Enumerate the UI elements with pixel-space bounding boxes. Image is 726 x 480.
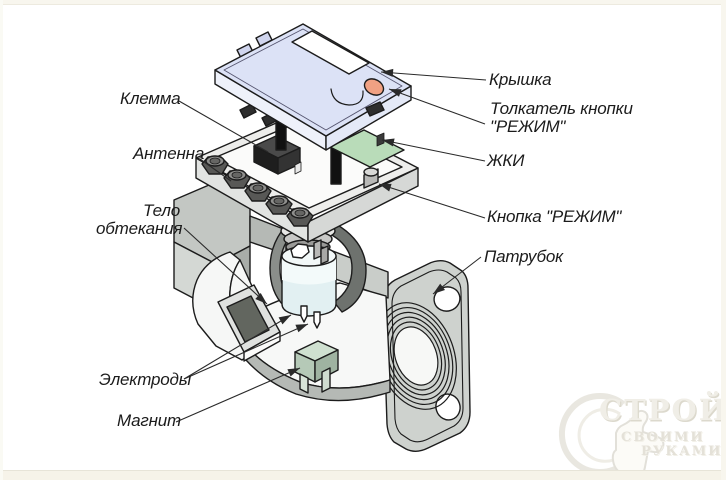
cable-glands bbox=[201, 155, 314, 227]
display-window bbox=[291, 30, 370, 75]
callout-antenna: Антенна bbox=[133, 144, 205, 163]
callout-klemma: Клемма bbox=[120, 89, 181, 108]
mode-button bbox=[363, 167, 379, 189]
watermark-subtitle: СВОИМИ bbox=[621, 430, 705, 445]
callout-pusher: Толкатель кнопки "РЕЖИМ" bbox=[490, 100, 633, 136]
watermark-title: СТРОЙ bbox=[599, 393, 726, 427]
callout-flow-body-line1: Тело bbox=[143, 201, 180, 220]
callout-magnet: Магнит bbox=[117, 411, 181, 430]
watermark-subtitle: РУКАМИ bbox=[641, 444, 723, 459]
magnet-part bbox=[294, 340, 339, 394]
callout-pipe: Патрубок bbox=[484, 247, 563, 266]
callout-cover: Крышка bbox=[489, 70, 552, 89]
electrodes-pins bbox=[300, 305, 321, 329]
mode-pusher-button bbox=[363, 78, 385, 96]
callout-pusher-line2: "РЕЖИМ" bbox=[490, 117, 566, 136]
callout-pusher-line1: Толкатель кнопки bbox=[490, 99, 633, 118]
callout-mode-button: Кнопка "РЕЖИМ" bbox=[487, 207, 622, 226]
callout-flow-body-line2: обтекания bbox=[96, 219, 183, 238]
leader-lines bbox=[175, 68, 487, 423]
cover-notch-arc bbox=[330, 88, 364, 106]
callout-lcd: ЖКИ bbox=[487, 151, 525, 170]
body-window-opening bbox=[217, 284, 281, 362]
lcd-pcb bbox=[329, 129, 405, 168]
callout-flow-body: Тело обтекания bbox=[96, 201, 183, 238]
callout-electrodes: Электроды bbox=[99, 370, 192, 389]
cover-lid bbox=[214, 23, 412, 151]
